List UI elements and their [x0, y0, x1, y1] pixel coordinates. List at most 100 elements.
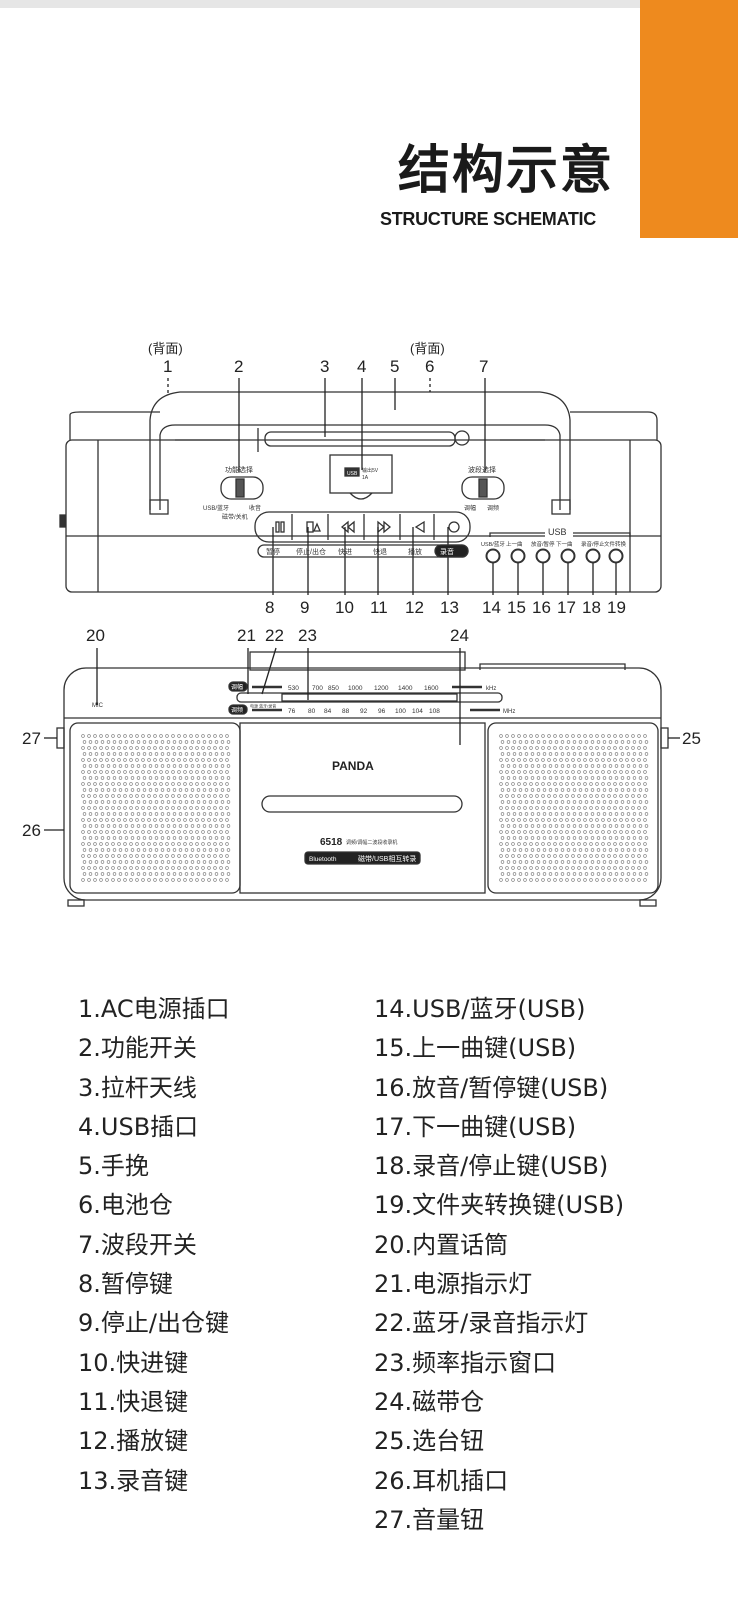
callout-27: 27 [22, 729, 41, 748]
legend-item: 20.内置话筒 [374, 1230, 509, 1259]
usb-spec-2: 1A [362, 475, 369, 481]
usb-spec-1: 输出5V [362, 467, 379, 474]
am-label: 调幅 [231, 683, 243, 691]
usb-button-label: 录音/停止 [581, 540, 605, 548]
fm-tick: 92 [360, 708, 368, 715]
legend-item: 9.停止/出仓键 [78, 1309, 229, 1338]
legend-item: 12.播放键 [78, 1427, 189, 1456]
band-switch[interactable] [461, 476, 505, 500]
pause-button[interactable] [268, 514, 296, 540]
fm-tick: 96 [378, 708, 386, 715]
usb-button-label: USB/蓝牙 [481, 540, 505, 548]
legend-item: 5.手挽 [78, 1152, 149, 1181]
am-tick: 1000 [348, 685, 363, 692]
brand-logo: PANDA [332, 759, 374, 773]
cassette-door[interactable] [239, 722, 486, 894]
callout-24: 24 [450, 626, 469, 645]
callout-1: 1 [163, 357, 172, 376]
fm-tick: 108 [429, 708, 440, 715]
function-switch-usb: USB/蓝牙 [203, 504, 229, 512]
rewind-icon [377, 520, 392, 534]
am-unit: kHz [486, 686, 496, 692]
callout-26: 26 [22, 821, 41, 840]
legend-item: 3.拉杆天线 [78, 1073, 197, 1102]
callout-2: 2 [234, 357, 243, 376]
transport-label: 快进 [338, 547, 352, 556]
callout-18: 18 [582, 598, 601, 617]
record-button[interactable] [433, 514, 470, 540]
callout-17: 17 [557, 598, 576, 617]
callout-11: 11 [370, 598, 388, 617]
band-switch-title: 波段选择 [468, 465, 496, 474]
legend-item: 23.频率指示窗口 [374, 1348, 557, 1377]
callout-3: 3 [320, 357, 329, 376]
legend-right: 14.USB/蓝牙(USB)15.上一曲键(USB)16.放音/暂停键(USB)… [374, 990, 624, 1540]
usb-button[interactable] [560, 548, 576, 564]
legend-item: 16.放音/暂停键(USB) [374, 1073, 609, 1102]
usb-button-label: 上一曲 [506, 540, 523, 548]
usb-button-label: 文件转换 [604, 540, 627, 548]
callout-6: 6 [425, 357, 434, 376]
callout-23: 23 [298, 626, 317, 645]
legend-item: 21.电源指示灯 [374, 1270, 533, 1299]
legend-item: 13.录音键 [78, 1466, 189, 1495]
usb-button[interactable] [535, 548, 551, 564]
function-switch[interactable] [220, 476, 264, 500]
transfer-badge: 磁带/USB相互转录 [358, 854, 416, 863]
callout-21: 21 [237, 626, 256, 645]
fast-forward-icon [340, 520, 355, 534]
model-desc: 调频/调幅二波段收录机 [346, 839, 397, 846]
legend-item: 8.暂停键 [78, 1270, 173, 1299]
am-tick: 700 [312, 685, 323, 692]
mic-label: MIC [92, 703, 104, 709]
fm-tick: 88 [342, 708, 350, 715]
callout-7: 7 [479, 357, 488, 376]
legend-item: 11.快退键 [78, 1387, 189, 1416]
bluetooth-badge: Bluetooth [309, 856, 337, 863]
legend-item: 1.AC电源插口 [78, 995, 230, 1023]
legend-item: 6.电池仓 [78, 1191, 173, 1220]
transport-label: 停止/出仓 [296, 547, 326, 556]
usb-button[interactable] [585, 548, 601, 564]
legend-item: 4.USB插口 [78, 1112, 199, 1141]
legend-item: 7.波段开关 [78, 1230, 197, 1259]
speaker-grill [499, 734, 649, 882]
callout-10: 10 [335, 598, 354, 617]
pause-icon [275, 521, 285, 533]
am-tick: 530 [288, 685, 299, 692]
callout-25: 25 [682, 729, 701, 748]
usb-button[interactable] [485, 548, 501, 564]
legend-item: 15.上一曲键(USB) [374, 1034, 577, 1063]
legend-item: 27.音量钮 [374, 1505, 485, 1534]
stop-eject-button[interactable] [291, 514, 328, 540]
legend-item: 24.磁带仓 [374, 1387, 485, 1416]
callout-13: 13 [440, 598, 459, 617]
callout-16: 16 [532, 598, 551, 617]
usb-button[interactable] [608, 548, 624, 564]
band-fm: 调频 [487, 504, 499, 512]
usb-button[interactable] [510, 548, 526, 564]
callout-20: 20 [86, 626, 105, 645]
callout-15: 15 [507, 598, 526, 617]
back-label-6: (背面) [410, 341, 445, 356]
page-subtitle: STRUCTURE SCHEMATIC [380, 209, 596, 229]
fm-tick: 104 [412, 708, 423, 715]
model-number: 6518 [320, 837, 343, 848]
callout-8: 8 [265, 598, 274, 617]
play-button[interactable] [399, 514, 436, 540]
usb-button-label: 下一曲 [556, 540, 573, 548]
band-am: 调幅 [464, 504, 476, 512]
legend-item: 18.录音/停止键(USB) [374, 1152, 609, 1181]
indicator-labels: 电源 蓝牙/录音 [250, 702, 276, 708]
legend-item: 17.下一曲键(USB) [374, 1112, 577, 1141]
fm-tick: 84 [324, 708, 332, 715]
legend-item: 22.蓝牙/录音指示灯 [374, 1309, 589, 1338]
page-title: 结构示意 [398, 141, 615, 201]
stop-eject-icon [306, 521, 321, 533]
play-icon [414, 520, 425, 534]
callout-5: 5 [390, 357, 399, 376]
back-label-1: (背面) [148, 341, 183, 356]
